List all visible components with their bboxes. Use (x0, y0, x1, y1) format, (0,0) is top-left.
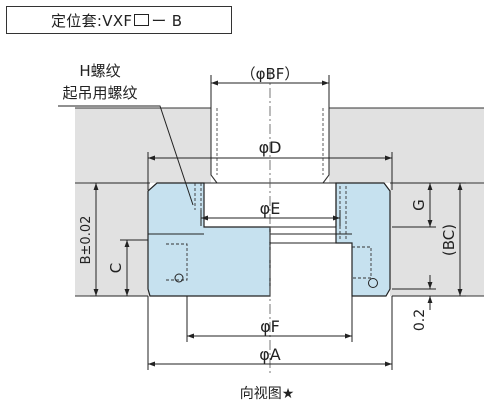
title-suffix: ー B (151, 11, 183, 30)
bore-walls (210, 108, 330, 184)
dim-b: B±0.02 (79, 216, 94, 265)
title-prefix: 定位套:VXF (51, 11, 133, 30)
callout-leader (58, 105, 194, 206)
dim-bf: （φBF） (241, 65, 300, 83)
dim-a: φA (259, 345, 281, 364)
title-box: 定位套:VXF ー B (6, 6, 232, 34)
callout-lifting-thread: 起吊用螺纹 (62, 84, 137, 102)
horizontal-dimensions (147, 75, 393, 370)
callout-thread: H螺纹 (79, 62, 120, 80)
placeholder-square-icon (134, 14, 150, 26)
vertical-dimensions (90, 182, 466, 310)
dim-f: φF (260, 317, 280, 336)
lifting-thread-holes (174, 273, 378, 288)
caption: 向视图★ (240, 386, 295, 402)
dim-g: G (410, 199, 428, 211)
dim-e: φE (260, 199, 281, 218)
dim-c: C (107, 263, 125, 273)
dim-bc: (BC) (440, 224, 458, 256)
dim-offset: 0.2 (412, 309, 428, 331)
dim-d: φD (259, 138, 282, 157)
